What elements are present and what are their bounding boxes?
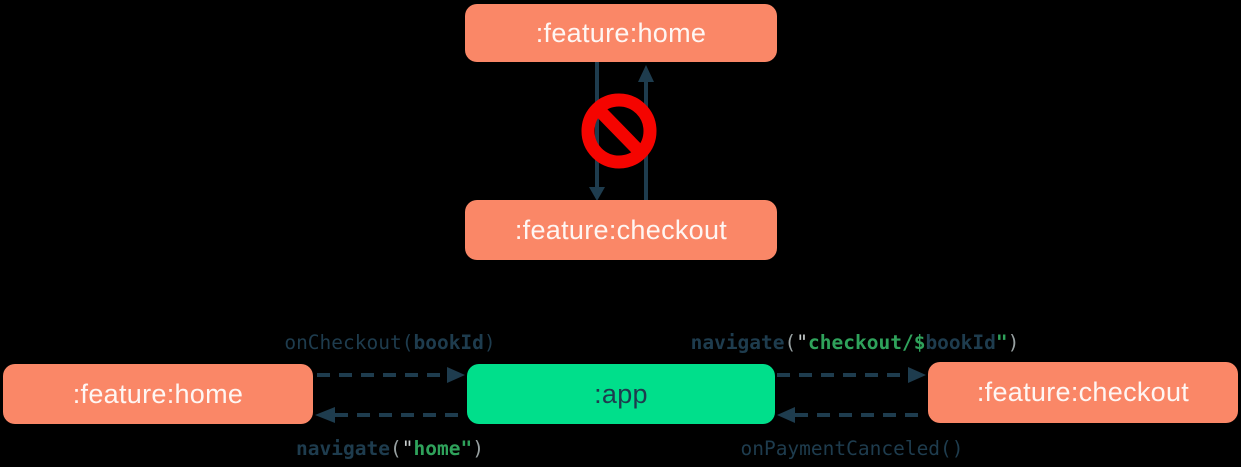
node-label: :feature:home (72, 378, 244, 409)
code-paren: ( (389, 437, 402, 460)
code-var: bookId (925, 331, 996, 354)
edge-label-oncheckout: onCheckout(bookId) (284, 331, 495, 355)
bottom-communication-arrows (315, 367, 926, 423)
node-label: :feature:checkout (514, 214, 728, 245)
code-paren: ) (1007, 331, 1020, 354)
code-paren: ( (784, 331, 797, 354)
arrowhead-left-icon (315, 407, 335, 423)
node-app: :app (467, 364, 775, 424)
code-string: home (413, 437, 461, 460)
arrowhead-left-icon (777, 407, 795, 423)
node-feature-home-bottom: :feature:home (3, 364, 313, 424)
code-quote: " (796, 331, 809, 354)
code-quote: " (401, 437, 414, 460)
arrowhead-right-icon (447, 367, 465, 383)
code-dollar: $ (913, 331, 926, 354)
code-quote: " (460, 437, 473, 460)
code-quote: " (995, 331, 1008, 354)
node-label: :app (594, 378, 648, 409)
node-label: :feature:home (535, 17, 707, 48)
edge-label-navigate-home: navigate("home") (296, 437, 484, 461)
node-feature-checkout-bottom: :feature:checkout (928, 362, 1238, 423)
node-feature-checkout-top: :feature:checkout (465, 200, 777, 260)
code-fn: navigate (296, 437, 390, 460)
arrowhead-up-icon (638, 65, 654, 82)
node-feature-home-top: :feature:home (465, 4, 777, 62)
code-fn: navigate (690, 331, 785, 354)
code-paren: ) (483, 331, 496, 354)
edge-label-navigate-checkout: navigate("checkout/$bookId") (691, 331, 1020, 355)
node-label: :feature:checkout (976, 377, 1190, 407)
code-fn: onCheckout( (284, 331, 414, 354)
code-string: checkout/ (808, 331, 914, 354)
edge-label-onpaymentcanceled: onPaymentCanceled() (740, 437, 963, 461)
code-paren: ) (472, 437, 484, 460)
arrowhead-down-icon (589, 187, 605, 201)
code-arg: bookId (413, 331, 484, 354)
no-entry-icon (581, 93, 657, 169)
arrowhead-right-icon (908, 367, 926, 383)
code-fn: onPaymentCanceled() (740, 437, 964, 460)
